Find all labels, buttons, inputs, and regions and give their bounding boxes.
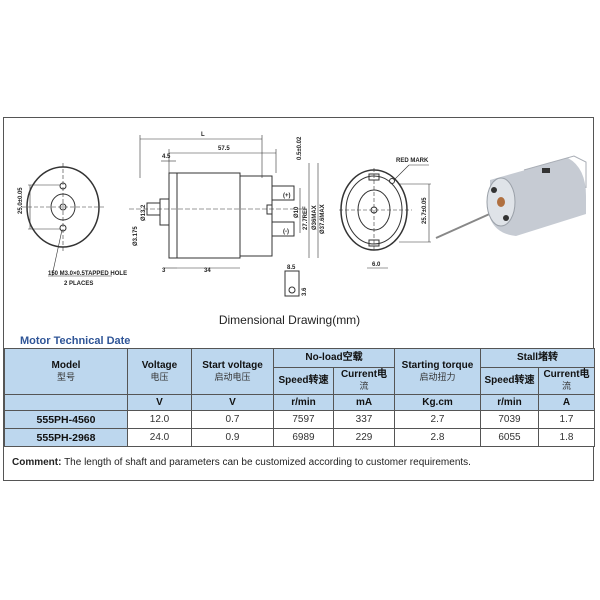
unit-cell: V: [191, 394, 274, 411]
header-noload-speed: Speed转速: [273, 367, 334, 395]
stall-speed-cell: 7039: [480, 410, 539, 429]
svg-text:34: 34: [204, 268, 211, 274]
comment-note: Comment: The length of shaft and paramet…: [4, 448, 593, 478]
stall-speed-cell: 6055: [480, 428, 539, 447]
svg-text:25.7±0.05: 25.7±0.05: [422, 197, 428, 224]
svg-text:25.0±0.05: 25.0±0.05: [18, 187, 24, 214]
svg-text:3: 3: [162, 268, 166, 274]
noload-current-cell: 337: [333, 410, 395, 429]
noload-current-cell: 229: [333, 428, 395, 447]
unit-cell: r/min: [273, 394, 334, 411]
unit-cell: r/min: [480, 394, 539, 411]
table-title: Motor Technical Date: [20, 335, 131, 347]
svg-text:(+): (+): [283, 193, 291, 199]
motor-photo: [435, 155, 587, 239]
svg-text:3.6: 3.6: [302, 287, 308, 296]
svg-text:Ø36MAX: Ø36MAX: [312, 205, 318, 230]
svg-text:L: L: [201, 132, 205, 138]
svg-text:0.5±0.02: 0.5±0.02: [297, 136, 303, 160]
header-no-load: No-load空载: [273, 348, 395, 368]
stall-current-cell: 1.7: [538, 410, 595, 429]
side-view: [129, 135, 319, 297]
header-stall-current: Current电流: [538, 367, 595, 395]
torque-cell: 2.7: [394, 410, 481, 429]
units-row: V V r/min mA Kg.cm r/min A: [4, 394, 595, 411]
unit-cell: Kg.cm: [394, 394, 481, 411]
svg-text:57.5: 57.5: [218, 146, 230, 152]
drawing-caption: Dimensional Drawing(mm): [218, 313, 361, 327]
noload-speed-cell: 6989: [273, 428, 334, 447]
start-voltage-cell: 0.7: [191, 410, 274, 429]
svg-text:Ø10: Ø10: [294, 206, 300, 218]
voltage-cell: 24.0: [127, 428, 192, 447]
noload-speed-cell: 7597: [273, 410, 334, 429]
model-cell: 555PH-4560: [4, 410, 128, 429]
svg-text:2 PLACES: 2 PLACES: [64, 281, 93, 287]
svg-text:Ø3.175: Ø3.175: [133, 226, 139, 246]
svg-text:8.5: 8.5: [287, 265, 296, 271]
front-end-view: [22, 163, 112, 277]
svg-text:6.0: 6.0: [372, 262, 381, 268]
svg-text:Ø37.6MAX: Ø37.6MAX: [320, 204, 326, 234]
stall-current-cell: 1.8: [538, 428, 595, 447]
table-row: 555PH-2968 24.0 0.9 6989 229 2.8 6055 1.…: [4, 428, 595, 447]
unit-cell: mA: [333, 394, 395, 411]
start-voltage-cell: 0.9: [191, 428, 274, 447]
rear-end-view: [339, 164, 431, 269]
svg-text:4.5: 4.5: [162, 154, 171, 160]
header-noload-current: Current电流: [333, 367, 395, 395]
header-stall: Stall堵转: [480, 348, 595, 368]
torque-cell: 2.8: [394, 428, 481, 447]
svg-text:27.7REF: 27.7REF: [303, 206, 309, 230]
unit-cell: A: [538, 394, 595, 411]
spec-sheet-frame: 25.0±0.05 150 M3.0×0.5TAPPED HOLE 2 PLAC…: [3, 117, 595, 481]
table-row: 555PH-4560 12.0 0.7 7597 337 2.7 7039 1.…: [4, 410, 595, 429]
svg-text:Ø13.2: Ø13.2: [141, 204, 147, 221]
dimensional-drawing: 25.0±0.05 150 M3.0×0.5TAPPED HOLE 2 PLAC…: [18, 132, 587, 297]
svg-text:(-): (-): [283, 229, 289, 235]
header-stall-speed: Speed转速: [480, 367, 539, 395]
unit-cell: V: [127, 394, 192, 411]
comment-label: Comment:: [12, 457, 62, 468]
units-model-blank: [4, 394, 128, 411]
model-cell: 555PH-2968: [4, 428, 128, 447]
svg-text:RED MARK: RED MARK: [396, 158, 429, 164]
svg-text:150 M3.0×0.5TAPPED HOLE: 150 M3.0×0.5TAPPED HOLE: [48, 271, 127, 277]
voltage-cell: 12.0: [127, 410, 192, 429]
comment-text: The length of shaft and parameters can b…: [64, 457, 471, 468]
